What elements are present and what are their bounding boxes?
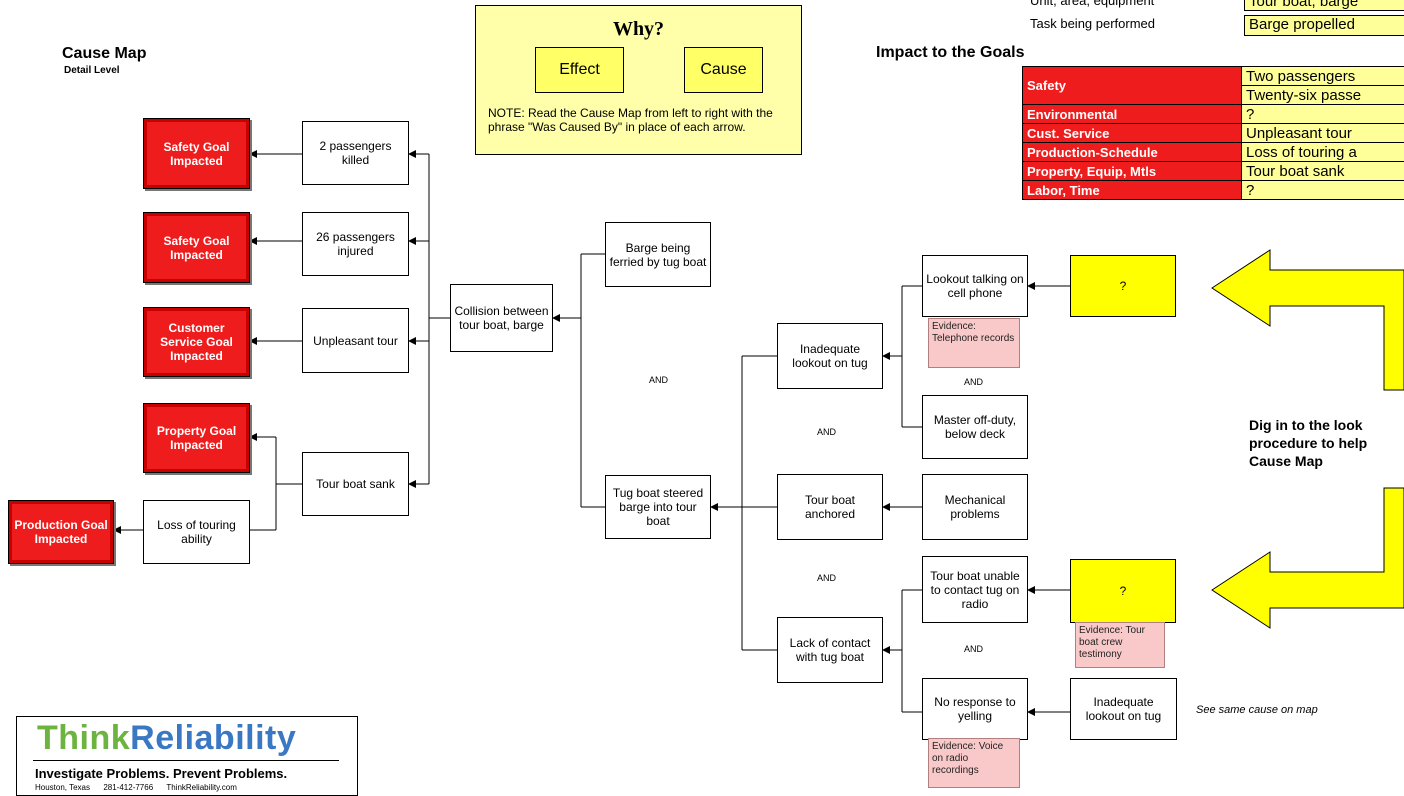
cause-inadequate-lookout-2: Inadequate lookout on tug <box>1070 678 1177 740</box>
impact-goal: Production-Schedule <box>1023 143 1242 162</box>
logo-reliability: Reliability <box>130 719 296 757</box>
unit-value: Tour boat, barge <box>1244 0 1404 11</box>
and-label: AND <box>817 427 836 437</box>
why-cause-box: Cause <box>684 47 763 93</box>
impact-goal: Safety <box>1023 67 1242 105</box>
impact-value: ? <box>1242 105 1404 124</box>
and-label: AND <box>964 644 983 654</box>
thinkreliability-logo: ThinkReliability Investigate Problems. P… <box>16 716 358 796</box>
impact-value: Two passengers <box>1242 67 1404 86</box>
impact-row-safety: Safety Two passengers <box>1023 67 1404 86</box>
impact-value: Unpleasant tour <box>1242 124 1404 143</box>
evidence-telephone: Evidence: Telephone records <box>928 318 1020 368</box>
cause-tug-steered: Tug boat steered barge into tour boat <box>605 475 711 539</box>
why-legend-box: Why? Effect Cause NOTE: Read the Cause M… <box>475 5 802 155</box>
logo-divider <box>33 760 339 761</box>
impact-goal: Cust. Service <box>1023 124 1242 143</box>
impact-goal: Property, Equip, Mtls <box>1023 162 1242 181</box>
task-label: Task being performed <box>1030 16 1155 31</box>
impact-value: Loss of touring a <box>1242 143 1404 162</box>
cause-inadequate-lookout: Inadequate lookout on tug <box>777 323 883 389</box>
customer-service-goal-box: Customer Service Goal Impacted <box>143 307 250 377</box>
impact-row-customer-service: Cust. Service Unpleasant tour <box>1023 124 1404 143</box>
logo-think: Think <box>37 719 130 757</box>
question-box-2: ? <box>1070 559 1176 623</box>
why-note: NOTE: Read the Cause Map from left to ri… <box>488 106 793 134</box>
cause-master-off-duty: Master off-duty, below deck <box>922 395 1028 459</box>
impact-value: ? <box>1242 181 1404 200</box>
effect-passengers-injured: 26 passengers injured <box>302 212 409 276</box>
production-goal-box: Production Goal Impacted <box>8 500 114 564</box>
unit-label: Unit, area, equipment <box>1030 0 1154 8</box>
dig-in-arrow-upper <box>1212 250 1404 390</box>
why-effect-box: Effect <box>535 47 624 93</box>
cause-tour-boat-anchored: Tour boat anchored <box>777 474 883 540</box>
property-goal-box: Property Goal Impacted <box>143 403 250 473</box>
cause-no-response: No response to yelling <box>922 678 1028 740</box>
dig-in-arrow-lower <box>1212 488 1404 628</box>
impact-row-environmental: Environmental ? <box>1023 105 1404 124</box>
logo-tagline: Investigate Problems. Prevent Problems. <box>35 766 287 781</box>
and-label: AND <box>649 375 668 385</box>
cause-mechanical-problems: Mechanical problems <box>922 474 1028 540</box>
impact-row-labor: Labor, Time ? <box>1023 181 1404 200</box>
effect-tour-boat-sank: Tour boat sank <box>302 452 409 516</box>
cause-unable-to-contact: Tour boat unable to contact tug on radio <box>922 556 1028 623</box>
cause-barge-ferried: Barge being ferried by tug boat <box>605 222 711 287</box>
impact-title: Impact to the Goals <box>876 44 1024 62</box>
cause-collision: Collision between tour boat, barge <box>450 284 553 352</box>
evidence-radio-recordings: Evidence: Voice on radio recordings <box>928 738 1020 788</box>
impact-table: Safety Two passengers Twenty-six passe E… <box>1022 66 1404 200</box>
impact-value: Tour boat sank <box>1242 162 1404 181</box>
and-label: AND <box>817 573 836 583</box>
see-same-cause-note: See same cause on map <box>1196 704 1318 716</box>
why-heading: Why? <box>476 18 801 41</box>
page-title: Cause Map <box>62 45 146 63</box>
cause-lookout-phone: Lookout talking on cell phone <box>922 255 1028 317</box>
effect-unpleasant-tour: Unpleasant tour <box>302 308 409 373</box>
impact-row-production: Production-Schedule Loss of touring a <box>1023 143 1404 162</box>
impact-goal: Labor, Time <box>1023 181 1242 200</box>
safety-goal-box-2: Safety Goal Impacted <box>143 212 250 283</box>
logo-contact: Houston, Texas 281-412-7766 ThinkReliabi… <box>35 783 237 792</box>
evidence-crew-testimony: Evidence: Tour boat crew testimony <box>1075 622 1165 668</box>
effect-loss-of-touring: Loss of touring ability <box>143 500 250 564</box>
impact-value: Twenty-six passe <box>1242 86 1404 105</box>
and-label: AND <box>964 377 983 387</box>
page-subtitle: Detail Level <box>64 65 120 76</box>
effect-passengers-killed: 2 passengers killed <box>302 121 409 185</box>
task-value: Barge propelled <box>1244 15 1404 36</box>
question-box-1: ? <box>1070 255 1176 317</box>
safety-goal-box-1: Safety Goal Impacted <box>143 118 250 189</box>
impact-row-property: Property, Equip, Mtls Tour boat sank <box>1023 162 1404 181</box>
cause-lack-of-contact: Lack of contact with tug boat <box>777 617 883 683</box>
impact-goal: Environmental <box>1023 105 1242 124</box>
dig-in-text: Dig in to the look procedure to help Cau… <box>1249 416 1404 470</box>
